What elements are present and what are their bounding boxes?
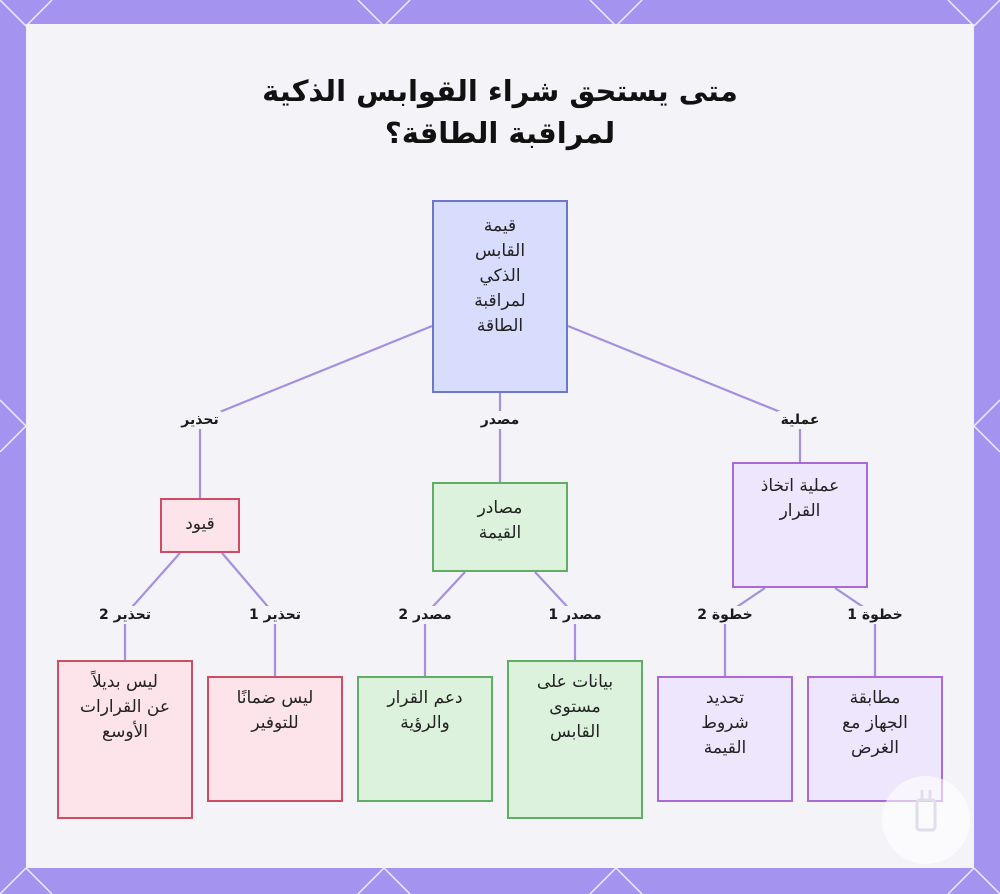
title-line-1: متى يستحق شراء القوابس الذكية <box>262 74 738 108</box>
node-value-conditions: تحديد شروط القيمة <box>657 676 793 802</box>
edge-label-source2: مصدر 2 <box>395 606 455 624</box>
edge-label-source: مصدر <box>477 411 523 429</box>
node-no-alternative: ليس بديلاً عن القرارات الأوسع <box>57 660 193 819</box>
edge-root-process <box>567 324 802 462</box>
edge-label-process: عملية <box>777 411 823 429</box>
edge-label-warning2: تحذير 2 <box>95 606 155 624</box>
node-root: قيمة القابس الذكي لمراقبة الطاقة <box>432 200 568 393</box>
edge-label-step1: خطوة 1 <box>844 606 906 624</box>
node-plug-data: بيانات على مستوى القابس <box>507 660 643 819</box>
title-line-2: لمراقبة الطاقة؟ <box>384 116 616 150</box>
node-no-guarantee: ليس ضمانًا للتوفير <box>207 676 343 802</box>
node-decision-support: دعم القرار والرؤية <box>357 676 493 802</box>
diagram-title: متى يستحق شراء القوابس الذكية لمراقبة ال… <box>0 70 1000 154</box>
edge-root-limits <box>198 324 433 498</box>
node-limits: قيود <box>160 498 240 553</box>
edge-label-source1: مصدر 1 <box>545 606 605 624</box>
node-process: عملية اتخاذ القرار <box>732 462 868 588</box>
edge-label-warning1: تحذير 1 <box>245 606 305 624</box>
edge-label-step2: خطوة 2 <box>694 606 756 624</box>
plug-icon[interactable] <box>880 774 972 866</box>
edge-label-warning: تحذير <box>178 411 222 429</box>
edge-process-match <box>834 587 877 676</box>
edge-sources-decision <box>423 571 466 676</box>
edge-process-conditions <box>723 587 766 676</box>
node-sources: مصادر القيمة <box>432 482 568 572</box>
